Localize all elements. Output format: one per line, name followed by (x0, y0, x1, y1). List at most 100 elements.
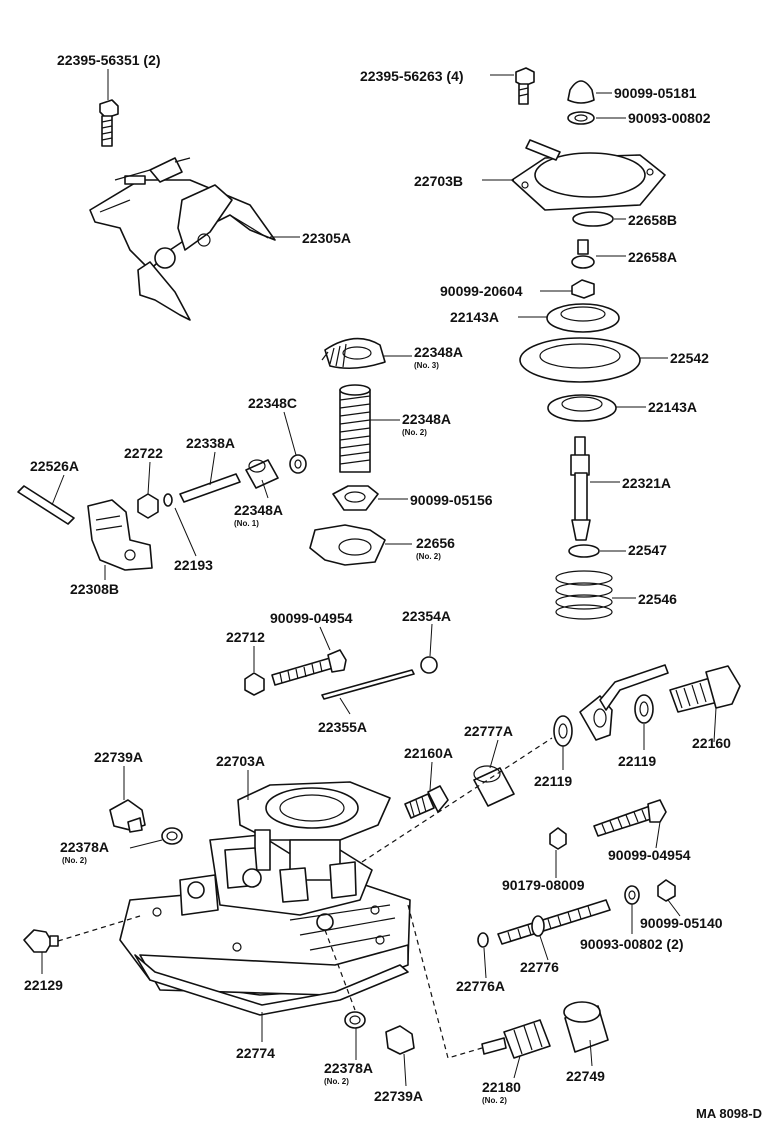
ball-22354A-icon (420, 656, 438, 674)
dashed-line-1 (361, 737, 553, 863)
label-22129: 22129 (24, 977, 63, 993)
bolt-22160-icon (669, 665, 741, 713)
label-22160A: 22160A (404, 745, 453, 761)
cap-22749-icon (563, 1001, 609, 1053)
label-90099-20604: 90099-20604 (440, 283, 523, 299)
label-22776: 22776 (520, 959, 559, 975)
label-22348A-no1: 22348A (234, 502, 283, 518)
label-22739A-bottom: 22739A (374, 1088, 423, 1104)
washer-22547-icon (568, 544, 600, 558)
label-22526A: 22526A (30, 458, 79, 474)
label-22395-56351: 22395-56351 (2) (57, 52, 161, 68)
pin-22526A-icon (17, 485, 75, 525)
label-22777A: 22777A (464, 723, 513, 739)
label-22348A-no3: 22348A (414, 344, 463, 360)
sublabel-no2-e: (No. 2) (482, 1096, 507, 1105)
bracket-22305A-icon (89, 157, 276, 321)
label-22348A-no2: 22348A (402, 411, 451, 427)
label-22308B: 22308B (70, 581, 119, 597)
washer-22348C-icon (289, 454, 307, 474)
ring-22776A-icon (477, 932, 489, 948)
label-22774: 22774 (236, 1045, 275, 1061)
diaphragm-22542-icon (519, 337, 641, 383)
footer-code: MA 8098-D (696, 1106, 762, 1121)
label-22739A-top: 22739A (94, 749, 143, 765)
label-22180: 22180 (482, 1079, 521, 1095)
label-22321A: 22321A (622, 475, 671, 491)
label-22355A: 22355A (318, 719, 367, 735)
label-22722: 22722 (124, 445, 163, 461)
gasket-22774-icon (134, 954, 409, 1016)
label-22119-a: 22119 (534, 773, 572, 789)
nut-90179-08009-icon (549, 827, 567, 850)
nut-90099-05140-icon (657, 879, 676, 902)
bolt-22160A-icon (404, 785, 449, 819)
screw-22776-icon (497, 899, 611, 945)
fitting-pipe-icon (579, 664, 669, 741)
label-90099-04954-bottom: 90099-04954 (608, 847, 691, 863)
lever-22656-icon (309, 524, 386, 566)
valve-22658A-icon (571, 239, 595, 269)
gasket-22378A-top-icon (161, 827, 183, 845)
shaft-22338A-icon (179, 473, 241, 503)
gasket-22119-b-icon (634, 694, 654, 724)
label-22703A: 22703A (216, 753, 265, 769)
spring-22546-icon (555, 570, 613, 620)
ring-22193-icon (163, 493, 173, 507)
cylinder-22777A-icon (473, 765, 515, 807)
label-90099-05156: 90099-05156 (410, 492, 493, 508)
plate-22143A-top-icon (546, 303, 620, 333)
label-22119-b: 22119 (618, 753, 656, 769)
label-22658B: 22658B (628, 212, 677, 228)
label-22338A: 22338A (186, 435, 235, 451)
label-22143A-bottom: 22143A (648, 399, 697, 415)
nut-90099-20604-icon (571, 279, 595, 299)
label-90099-05140: 90099-05140 (640, 915, 723, 931)
plug-22739A-bottom-icon (385, 1025, 415, 1055)
label-22703B: 22703B (414, 173, 463, 189)
valve-22180-icon (481, 1019, 551, 1059)
plate-22143A-bottom-icon (547, 394, 617, 422)
label-90093-00802-b: 90093-00802 (2) (580, 936, 684, 952)
label-22656: 22656 (416, 535, 455, 551)
shaft-22348A-no2-icon (339, 384, 371, 473)
carburetor-body-22703A-icon (119, 781, 411, 996)
screw-90099-04954-top-icon (271, 649, 347, 686)
label-22776A: 22776A (456, 978, 505, 994)
screw-90099-04954-bottom-icon (593, 799, 667, 837)
sublabel-no3: (No. 3) (414, 361, 439, 370)
label-90179-08009: 90179-08009 (502, 877, 585, 893)
sublabel-no2-c: (No. 2) (62, 856, 87, 865)
dashed-line-3 (407, 904, 483, 1059)
sublabel-no2-d: (No. 2) (324, 1077, 349, 1086)
washer-90093-00802-icon (567, 111, 595, 125)
bracket-22308B-icon (87, 499, 153, 571)
label-22160: 22160 (692, 735, 731, 751)
label-22712: 22712 (226, 629, 265, 645)
spring-22355A-icon (321, 669, 415, 700)
washer-90093-00802-b-icon (624, 885, 640, 905)
gasket-22378A-bottom-icon (344, 1011, 366, 1029)
nut-22722-icon (137, 493, 159, 519)
leader-lines (41, 69, 717, 1087)
label-22542: 22542 (670, 350, 709, 366)
sublabel-no2-a: (No. 2) (402, 428, 427, 437)
gasket-22658B-icon (572, 211, 614, 227)
label-22305A: 22305A (302, 230, 351, 246)
label-22143A-top: 22143A (450, 309, 499, 325)
label-22658A: 22658A (628, 249, 677, 265)
label-22395-56263: 22395-56263 (4) (360, 68, 464, 84)
label-90099-05181: 90099-05181 (614, 85, 697, 101)
cam-22348A-no3-icon (321, 337, 386, 370)
screw-22395-56351-icon (99, 99, 119, 147)
bushing-22348A-no1-icon (245, 459, 279, 489)
sublabel-no2-b: (No. 2) (416, 552, 441, 561)
label-22378A-top: 22378A (60, 839, 109, 855)
nut-90099-05156-icon (332, 485, 379, 511)
diaphragm-cover-22703B-icon (511, 139, 666, 211)
label-22547: 22547 (628, 542, 667, 558)
plug-22129-icon (23, 929, 59, 953)
rod-22321A-icon (570, 436, 591, 541)
label-90093-00802: 90093-00802 (628, 110, 711, 126)
